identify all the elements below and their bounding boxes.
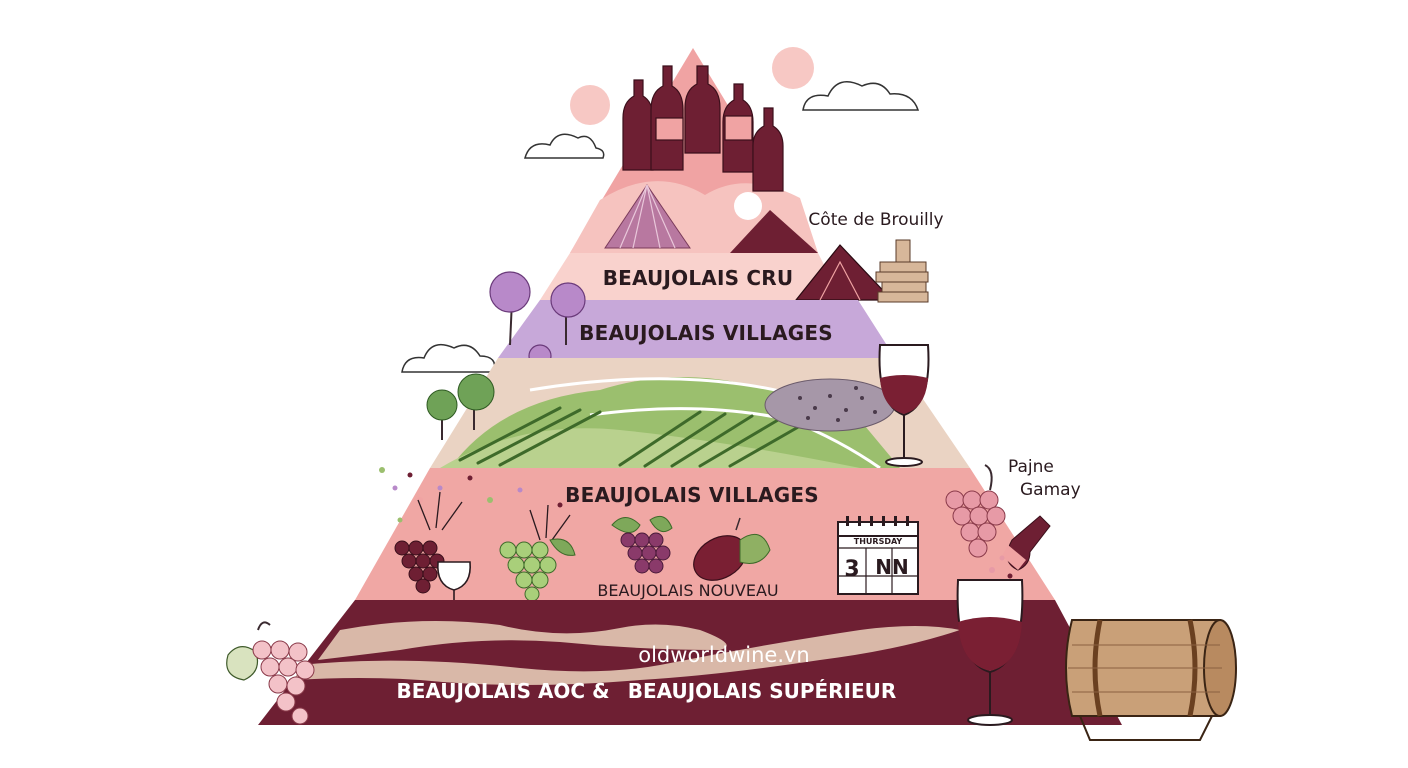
wine-glass-icon xyxy=(956,555,1024,726)
label-aoc: BEAUJOLAIS AOC & xyxy=(396,679,609,703)
calendar-icon xyxy=(837,516,919,595)
wine-bottles-icon xyxy=(622,65,784,192)
calendar-day: THURSDAY xyxy=(854,537,903,546)
tier-villages-band xyxy=(498,300,895,358)
grapes-icon xyxy=(611,515,673,574)
wine-glass-icon xyxy=(878,344,930,467)
label-nouveau: BEAUJOLAIS NOUVEAU xyxy=(597,581,778,600)
grapes-icon xyxy=(226,621,315,725)
calendar-letters: NN xyxy=(875,555,908,579)
calendar-number: 3 xyxy=(844,557,859,582)
sun-circle xyxy=(570,85,610,125)
wine-bottle-icon xyxy=(1002,515,1051,571)
sun-circle xyxy=(772,47,814,89)
label-gamay: Gamay xyxy=(1020,480,1081,500)
label-cru: BEAUJOLAIS CRU xyxy=(603,266,794,290)
tree-icon xyxy=(426,373,495,440)
grape-leaf-icon xyxy=(693,517,771,581)
label-paine: Pajne xyxy=(1008,457,1054,477)
grapes-icon xyxy=(394,540,445,594)
stone-tower-icon xyxy=(875,239,929,303)
cloud-icon xyxy=(401,343,496,373)
label-cote-de-brouilly: Côte de Brouilly xyxy=(808,210,943,230)
label-villages-lower: BEAUJOLAIS VILLAGES xyxy=(565,483,819,507)
label-superieur: BEAUJOLAIS SUPÉRIEUR xyxy=(628,679,897,703)
burst-icon xyxy=(417,491,571,541)
tier-base-band xyxy=(258,600,1122,725)
tier-cru-band xyxy=(540,253,842,300)
wine-barrel-icon xyxy=(1065,619,1237,741)
cloud-icon xyxy=(524,133,605,159)
watermark: oldworldwine.vn xyxy=(638,643,810,667)
grapes-icon xyxy=(945,464,1006,558)
cloud-icon xyxy=(802,81,920,111)
tier-vineyard xyxy=(430,358,970,470)
grapes-icon xyxy=(499,538,576,602)
label-villages-upper: BEAUJOLAIS VILLAGES xyxy=(579,321,833,345)
